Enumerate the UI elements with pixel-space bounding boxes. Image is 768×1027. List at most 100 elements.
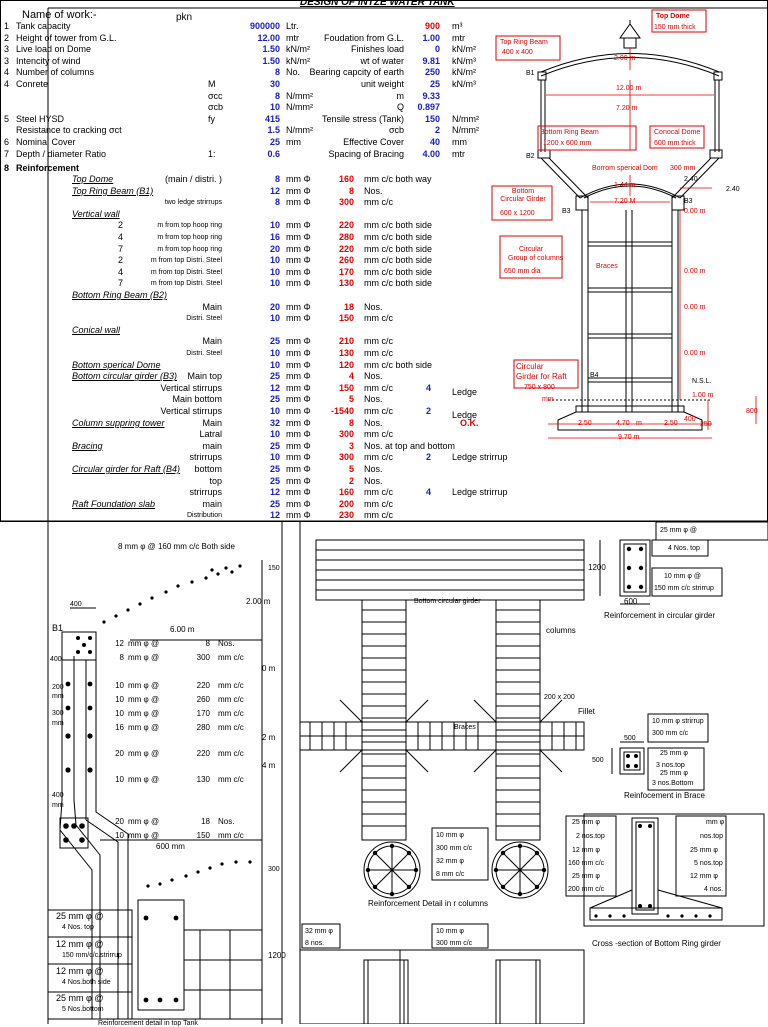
detail-r2-dia: 8 bbox=[119, 653, 124, 662]
height-3: 0.00 m bbox=[684, 304, 706, 311]
dim-600mm: 600 mm bbox=[156, 842, 185, 851]
reinf-row-28-note: mm c/c bbox=[364, 498, 393, 509]
reinf-row-12-unit: mm Φ bbox=[286, 313, 311, 324]
reinf-row-6-note: mm c/c both side bbox=[364, 243, 433, 254]
reinf-row-14-spacing: 210 bbox=[338, 336, 354, 347]
dim-4m-wall: 4 m bbox=[262, 761, 276, 770]
reinf-row-0-category: Top Dome bbox=[72, 174, 114, 184]
reinf-row-6-sub: m from top hoop ring bbox=[157, 245, 222, 253]
reinf-row-9-unit: mm Φ bbox=[286, 278, 311, 289]
detail-bl-3: 150 mm/c/c.strirrup bbox=[62, 952, 122, 959]
reinf-row-24-legs: 2 bbox=[426, 452, 432, 463]
detail-r3-sym: mm φ @ bbox=[128, 681, 160, 690]
detail-r4-sym: mm φ @ bbox=[128, 695, 160, 704]
spec-row-7-value2: 0.897 bbox=[417, 102, 440, 113]
spec-row-11-label: Depth / diameter Ratio bbox=[16, 148, 107, 159]
raft-width-unit: m bbox=[636, 420, 642, 427]
reinf-row-23-category: Bracing bbox=[72, 440, 103, 451]
spec-row-2-unit: kN/m² bbox=[286, 44, 310, 55]
spec-row-6-unit: N/mm² bbox=[286, 90, 313, 101]
spec-row-5-label2: unit weight bbox=[360, 79, 404, 89]
reinf-row-17-dia: 25 bbox=[269, 371, 280, 382]
reinf-row-16-dia: 10 bbox=[269, 359, 280, 370]
detail-r6-unit: mm c/c bbox=[218, 723, 244, 732]
detail-b1-label: B1 bbox=[52, 623, 64, 633]
reinf-row-24-note: mm c/c bbox=[364, 452, 393, 463]
reinf-row-20-spacing: -1540 bbox=[330, 406, 354, 416]
spec-row-11-label2: Spacing of Bracing bbox=[328, 148, 404, 159]
left-dim-mm: mm bbox=[52, 693, 64, 700]
reinf-row-19-spacing: 5 bbox=[348, 394, 354, 405]
reinf-row-4-sub: m from top hoop ring bbox=[157, 222, 222, 230]
reinf-row-5-spacing: 280 bbox=[338, 232, 354, 242]
reinf-row-24-sub: strirrups bbox=[189, 452, 222, 463]
bottom-ring-beam-label: Bottom Ring Beam bbox=[540, 129, 599, 136]
rg-l3: 12 mm φ bbox=[572, 847, 600, 854]
reinf-row-18-note: mm c/c bbox=[364, 382, 393, 393]
reinf-row-8-note: mm c/c both side bbox=[364, 266, 433, 277]
reinf-row-21-sub: Main bbox=[202, 417, 222, 428]
reinf-row-14-sub: Main bbox=[202, 336, 222, 347]
reinf-row-29-spacing: 230 bbox=[338, 510, 354, 521]
reinf-row-19-dia: 25 bbox=[269, 394, 280, 405]
cone-width-1: 2.40 bbox=[684, 176, 698, 183]
spec-row-0-no: 1 bbox=[4, 21, 10, 31]
conical-dome-thickness: 600 mm thick bbox=[654, 140, 696, 147]
brace-top-count: 3 nos.top bbox=[656, 762, 685, 769]
spec-row-8-label2: Tensile stress (Tank) bbox=[321, 113, 404, 124]
b2-label: B2 bbox=[526, 153, 535, 160]
raft-depth-800: 800 bbox=[746, 408, 758, 415]
reinf-row-4-prefix: 2 bbox=[118, 220, 124, 231]
spec-row-4-value2: 250 bbox=[424, 67, 440, 78]
detail-bl-2: 12 mm φ @ bbox=[56, 939, 104, 949]
reinf-row-12-dia: 10 bbox=[269, 313, 280, 324]
tank-diameter-label: 12.00 m bbox=[616, 85, 642, 92]
spec-row-7-unit: N/mm² bbox=[286, 102, 313, 113]
reinf-row-18-sub: Vertical stirrups bbox=[160, 382, 222, 393]
reinf-row-22-spacing: 300 bbox=[338, 429, 354, 440]
reinf-row-2-spacing: 300 bbox=[338, 197, 354, 208]
reinf-row-23-spacing: 3 bbox=[348, 440, 354, 451]
detail-r7-value: 220 bbox=[196, 749, 210, 758]
spec-row-8-value: 415 bbox=[264, 113, 280, 124]
spec-row-7-label2: Q bbox=[396, 102, 404, 113]
reinf-row-29-dia: 12 bbox=[269, 510, 280, 521]
spec-row-10-label: Nominal Cover bbox=[16, 137, 76, 147]
girder-stirrup-bar: 10 mm φ @ bbox=[664, 573, 701, 580]
reinf-row-16-unit: mm Φ bbox=[286, 359, 311, 370]
detail-r9-sym: mm φ @ bbox=[128, 817, 160, 826]
brace-bot-dia: 25 mm φ bbox=[660, 770, 688, 777]
dim-400-top: 400 bbox=[70, 601, 82, 608]
reinf-row-11-unit: mm Φ bbox=[286, 301, 311, 312]
columns-label: columns bbox=[546, 626, 576, 635]
column-detail-caption: Reinforcement Detail in r columns bbox=[368, 899, 489, 908]
reinf-row-4-unit: mm Φ bbox=[286, 220, 311, 231]
raft-width-1: 2.50 bbox=[578, 420, 592, 427]
girder-top-count: 4 Nos. top bbox=[668, 545, 700, 552]
spec-row-11-sym: 1: bbox=[208, 148, 216, 159]
page-title: DESIGN OF INTZE WATER TANK bbox=[300, 0, 455, 8]
reinf-row-18-unit: mm Φ bbox=[286, 382, 311, 393]
spec-row-7-sym: σcb bbox=[208, 102, 224, 113]
detail-r3-dia: 10 bbox=[115, 681, 124, 690]
detail-r4-unit: mm c/c bbox=[218, 695, 244, 704]
reinf-row-28-sub: main bbox=[202, 498, 222, 509]
spec-row-1-label2: Foudation from G.L. bbox=[323, 32, 404, 43]
spec-row-1-value: 12.00 bbox=[257, 32, 280, 43]
detail-r3-unit: mm c/c bbox=[218, 681, 244, 690]
rg-r5: 12 mm φ bbox=[690, 873, 718, 880]
base-tie-spacing: 300 mm c/c bbox=[436, 940, 473, 947]
raft-girder-size: 750 x 800 bbox=[524, 384, 555, 391]
spec-row-2-no: 3 bbox=[4, 44, 10, 55]
detail-bl-4: 12 mm φ @ bbox=[56, 966, 104, 976]
tank-height-label: 7.20 m bbox=[616, 105, 638, 112]
col-main-count: 8 mm c/c bbox=[436, 871, 465, 878]
reinf-row-27-legs: 4 bbox=[426, 487, 432, 498]
reinf-row-0-dia: 8 bbox=[274, 174, 280, 184]
raft-depth-400: 400 bbox=[684, 416, 696, 423]
spec-row-5-value2: 25 bbox=[429, 79, 440, 89]
reinf-row-26-note: Nos. bbox=[364, 475, 383, 486]
brace-bot-count: 3 nos.Bottom bbox=[652, 780, 694, 787]
reinf-row-24-unit: mm Φ bbox=[286, 452, 311, 463]
